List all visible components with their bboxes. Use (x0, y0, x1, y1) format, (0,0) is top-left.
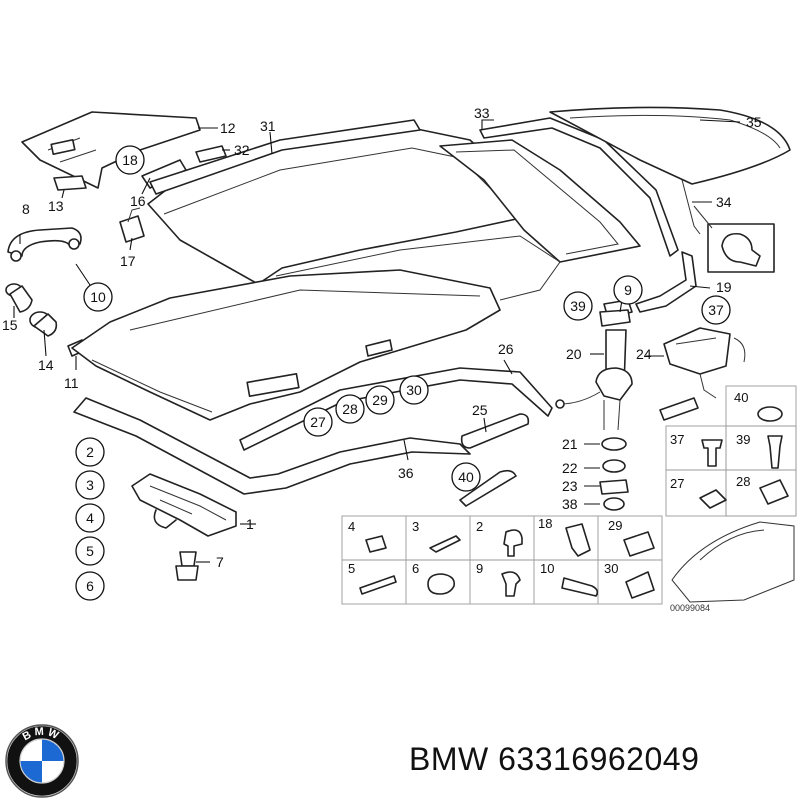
callout-1: 1 (246, 516, 254, 532)
callout-15: 15 (2, 317, 18, 333)
grid-label-2: 2 (476, 519, 483, 534)
grid-label-27: 27 (670, 476, 684, 491)
grid-label-30: 30 (604, 561, 618, 576)
part-number: 63316962049 (498, 741, 700, 777)
callout-35: 35 (746, 114, 762, 130)
callout-23: 23 (562, 478, 578, 494)
callout-39: 39 (570, 298, 586, 314)
callout-33: 33 (474, 105, 490, 121)
brand-name: BMW (409, 741, 489, 777)
callout-37: 37 (708, 302, 724, 318)
bmw-logo: BMW (5, 724, 79, 798)
grid-label-4: 4 (348, 519, 355, 534)
callout-40: 40 (458, 469, 474, 485)
callout-24: 24 (636, 346, 652, 362)
line-art (5, 106, 791, 581)
grid-label-18: 18 (538, 516, 552, 531)
callout-17: 17 (120, 253, 136, 269)
part-caption: BMW 63316962049 (409, 741, 699, 778)
callout-22: 22 (562, 460, 578, 476)
grid-label-9: 9 (476, 561, 483, 576)
grid-label-37: 37 (670, 432, 684, 447)
callout-9: 9 (624, 282, 632, 298)
callout-18: 18 (122, 152, 138, 168)
grid-label-3: 3 (412, 519, 419, 534)
callout-labels: 1 7 8 11 12 13 14 15 16 17 19 20 21 22 2… (2, 105, 762, 570)
callout-20: 20 (566, 346, 582, 362)
callout-13: 13 (48, 198, 64, 214)
grid-label-6: 6 (412, 561, 419, 576)
callout-36: 36 (398, 465, 414, 481)
grid-label-10: 10 (540, 561, 554, 576)
callout-25: 25 (472, 402, 488, 418)
callout-16: 16 (130, 193, 146, 209)
callout-34: 34 (716, 194, 732, 210)
circled-callouts: 18 10 39 9 37 30 29 28 27 40 2 3 4 5 6 (75, 145, 731, 601)
svg-text:BMW: BMW (21, 726, 64, 744)
callout-6: 6 (86, 578, 94, 594)
callout-14: 14 (38, 357, 54, 373)
grid-label-40: 40 (734, 390, 748, 405)
callout-19: 19 (716, 279, 732, 295)
callout-8: 8 (22, 201, 30, 217)
grid-label-28: 28 (736, 474, 750, 489)
callout-2: 2 (86, 444, 94, 460)
callout-11: 11 (64, 375, 79, 391)
callout-10: 10 (90, 289, 106, 305)
leader-lines (13, 119, 741, 563)
logo-text: BMW (21, 726, 61, 744)
detail-grid: 4 3 2 18 29 5 6 9 10 30 00099084 40 37 3… (341, 385, 797, 613)
callout-26: 26 (498, 341, 514, 357)
grid-label-39: 39 (736, 432, 750, 447)
callout-31: 31 (260, 118, 276, 134)
callout-5: 5 (86, 543, 94, 559)
callout-12: 12 (220, 120, 236, 136)
callout-32: 32 (234, 142, 250, 158)
callout-7: 7 (216, 554, 224, 570)
callout-4: 4 (86, 510, 94, 526)
callout-38: 38 (562, 496, 578, 512)
drawing-number: 00099084 (670, 603, 710, 613)
grid-label-5: 5 (348, 561, 355, 576)
callout-27: 27 (310, 414, 326, 430)
callout-3: 3 (86, 477, 94, 493)
callout-29: 29 (372, 392, 388, 408)
callout-30: 30 (406, 382, 422, 398)
callout-21: 21 (562, 436, 578, 452)
callout-28: 28 (342, 401, 358, 417)
grid-label-29: 29 (608, 518, 622, 533)
